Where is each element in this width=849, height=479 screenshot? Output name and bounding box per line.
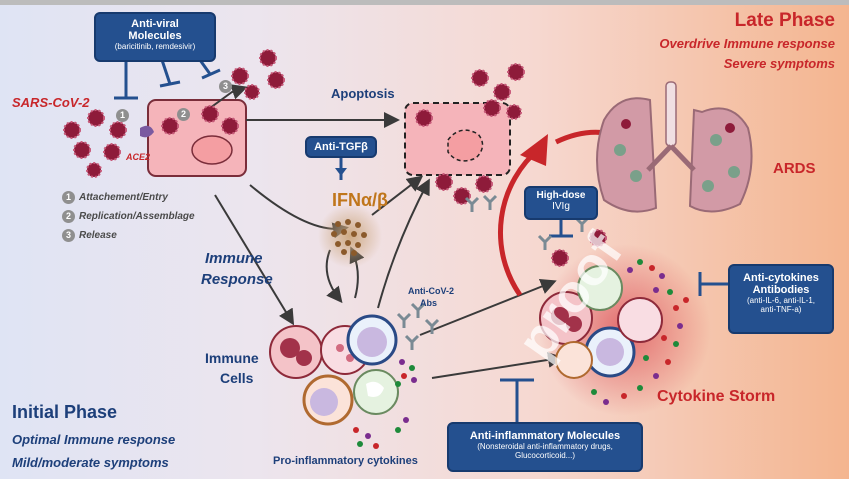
storm-cycle <box>498 146 542 297</box>
step-3-number: 3 <box>62 229 75 242</box>
anti-cov2-label-2: Abs <box>420 298 438 308</box>
ace2-receptor <box>140 125 154 138</box>
marker-2: 2 <box>177 108 190 121</box>
immune-cells-label-2: Cells <box>220 370 254 386</box>
lungs-illustration <box>596 81 753 213</box>
initial-phase-line1: Optimal Immune response <box>12 432 176 447</box>
cytokine-dots <box>353 359 417 449</box>
step-2: 2 Replication/Assemblage <box>62 210 195 223</box>
anti-tgf-box: Anti-TGFβ <box>305 136 377 158</box>
step-1-number: 1 <box>62 191 75 204</box>
infected-cell <box>147 99 247 177</box>
virus-label: SARS-CoV-2 <box>12 95 90 110</box>
step-3-label: Release <box>79 230 117 241</box>
cytokines-label: Pro-inflammatory cytokines <box>273 455 418 467</box>
step-1-label: Attachement/Entry <box>79 192 168 203</box>
step-2-number: 2 <box>62 210 75 223</box>
late-phase-line1: Overdrive Immune response <box>659 36 835 51</box>
marker-3: 3 <box>219 80 232 93</box>
ivig-box: High-dose IVIg <box>524 186 598 220</box>
immune-cells-cluster <box>269 314 399 426</box>
cytokine-storm-dots <box>591 259 689 405</box>
step-2-label: Replication/Assemblage <box>79 211 195 222</box>
antibodies <box>396 194 590 350</box>
late-phase-line2: Severe symptoms <box>723 56 835 71</box>
immune-response-label-2: Response <box>201 271 273 288</box>
marker-1: 1 <box>116 109 129 122</box>
step-3: 3 Release <box>62 229 117 242</box>
apoptosis-label: Apoptosis <box>331 86 395 101</box>
ifn-molecules <box>331 219 367 256</box>
ace2-label: ACE2 <box>126 152 151 162</box>
virus-particles <box>63 49 607 267</box>
ifn-label: IFNα/β <box>332 190 389 210</box>
immune-response-label-1: Immune <box>205 250 263 267</box>
immune-cells-label-1: Immune <box>205 350 259 366</box>
anti-cytokines-box: Anti-cytokines Antibodies (anti-IL-6, an… <box>728 264 834 334</box>
initial-phase-title: Initial Phase <box>12 402 118 422</box>
late-phase-title: Late Phase <box>734 10 835 31</box>
anti-cov2-label-1: Anti-CoV-2 <box>408 286 454 296</box>
antiviral-molecules-box: Anti-viral Molecules (baricitinib, remde… <box>94 12 216 62</box>
cytokine-storm-cells <box>539 265 663 379</box>
ards-label: ARDS <box>773 160 816 177</box>
initial-phase-line2: Mild/moderate symptoms <box>12 455 169 470</box>
step-1: 1 Attachement/Entry <box>62 191 168 204</box>
cytokine-storm-label: Cytokine Storm <box>657 388 776 405</box>
anti-inflammatory-box: Anti-inflammatory Molecules (Nonsteroida… <box>447 422 643 472</box>
